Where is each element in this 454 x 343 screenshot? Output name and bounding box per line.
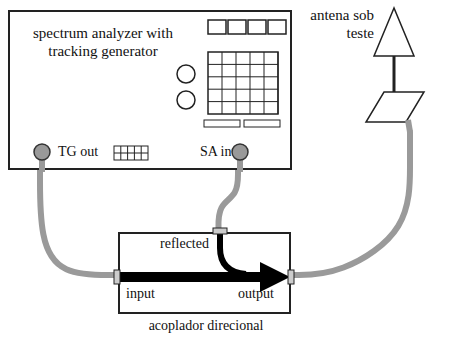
directional-coupler-box: reflectedinputoutputacoplador direcional <box>118 232 291 314</box>
port-label: reflected <box>160 236 220 253</box>
coupler-arrow <box>114 228 294 292</box>
port-label: TG out <box>58 144 118 161</box>
coupler-caption: acoplador direcional <box>120 318 292 335</box>
antenna-symbol <box>366 8 424 132</box>
coax-cable <box>218 170 238 232</box>
coax-cable <box>291 132 410 275</box>
port-label: SA in <box>200 144 250 161</box>
spectrum-analyzer-box: spectrum analyzer with tracking generato… <box>8 10 292 170</box>
port-label: input <box>126 286 176 303</box>
port-label: output <box>238 286 288 303</box>
instrument-title: spectrum analyzer with tracking generato… <box>28 24 178 60</box>
antenna-under-test: antena sob teste <box>296 4 438 132</box>
front-panel <box>34 20 286 172</box>
antenna-label: antena sob teste <box>296 6 374 42</box>
coax-cable <box>40 170 118 275</box>
node-illustration <box>296 4 438 132</box>
